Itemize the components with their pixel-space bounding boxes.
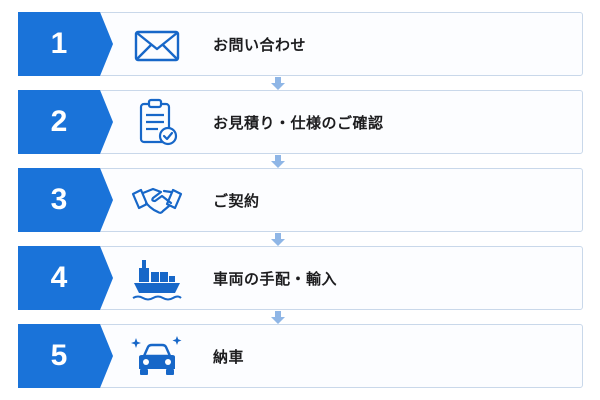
step-2: 2 お見積り・仕様のご確認 xyxy=(18,90,583,154)
car-icon xyxy=(131,332,183,382)
step-label: 納車 xyxy=(213,348,245,366)
step-3: 3 ご契約 xyxy=(18,168,583,232)
step-number: 5 xyxy=(50,339,68,372)
step-number-badge: 3 xyxy=(18,168,114,232)
step-number-badge: 1 xyxy=(18,12,114,76)
process-steps: 1 お問い合わせ 2 xyxy=(18,12,583,388)
step-number-badge: 4 xyxy=(18,246,114,310)
down-arrow-icon xyxy=(271,155,285,169)
clipboard-check-icon xyxy=(131,98,183,148)
handshake-icon xyxy=(131,176,183,226)
step-label: ご契約 xyxy=(213,192,260,210)
step-label: お問い合わせ xyxy=(213,36,307,54)
down-arrow-icon xyxy=(271,77,285,91)
step-5: 5 納車 xyxy=(18,324,583,388)
step-1: 1 お問い合わせ xyxy=(18,12,583,76)
step-number-badge: 5 xyxy=(18,324,114,388)
step-number-badge: 2 xyxy=(18,90,114,154)
cargo-ship-icon xyxy=(131,254,183,304)
step-number: 4 xyxy=(50,261,68,294)
step-number: 1 xyxy=(50,27,68,60)
down-arrow-icon xyxy=(271,233,285,247)
step-number: 3 xyxy=(50,183,68,216)
step-number: 2 xyxy=(50,105,68,138)
step-4: 4 車両の手配・輸入 xyxy=(18,246,583,310)
envelope-icon xyxy=(131,20,183,70)
down-arrow-icon xyxy=(271,311,285,325)
step-label: 車両の手配・輸入 xyxy=(213,270,338,288)
step-label: お見積り・仕様のご確認 xyxy=(213,114,384,132)
